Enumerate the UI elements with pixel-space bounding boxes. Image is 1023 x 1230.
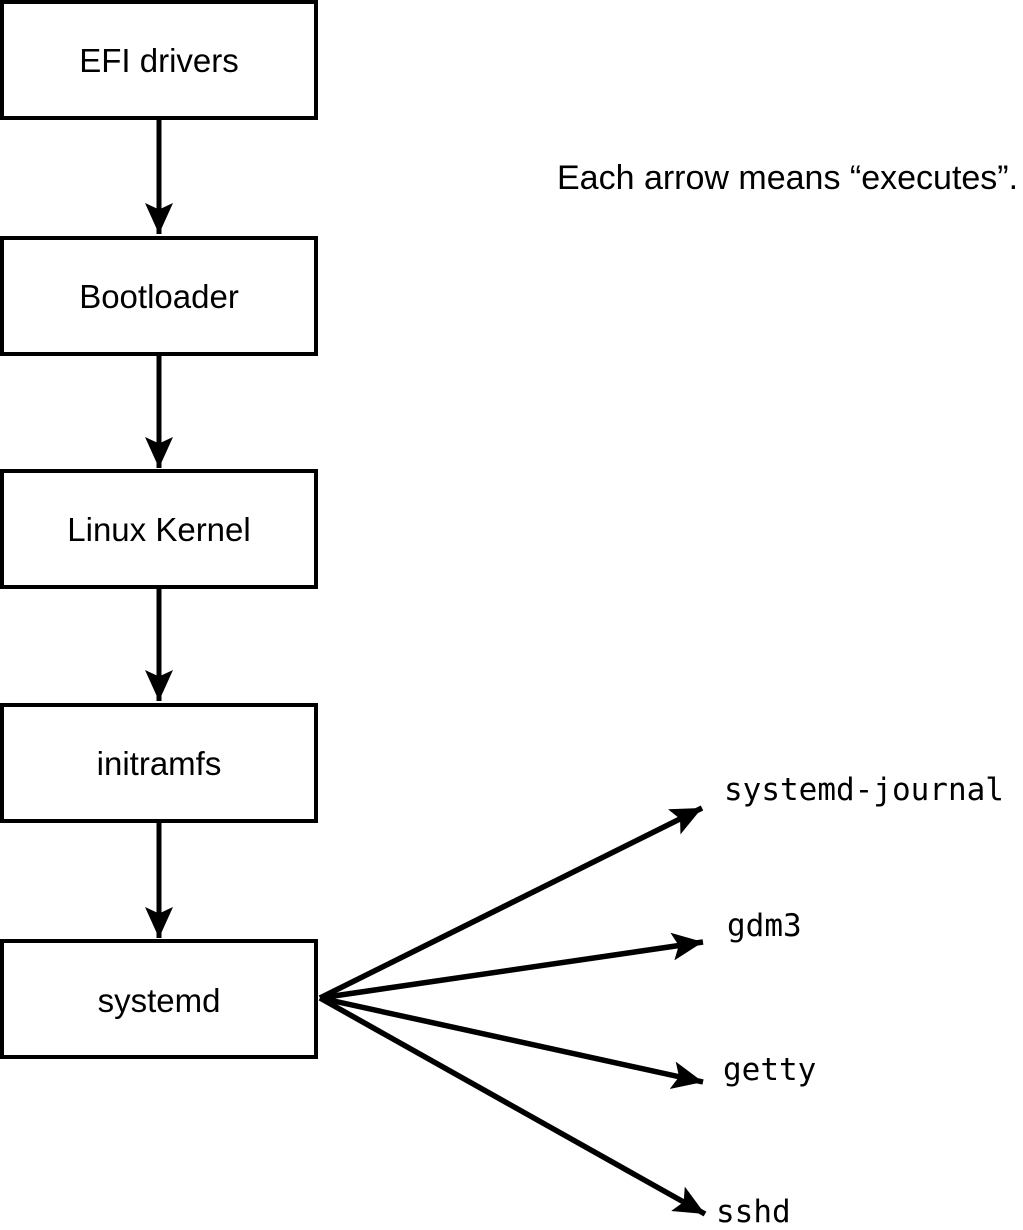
node-box-bootloader: [0, 236, 318, 356]
node-label-linux-kernel: Linux Kernel: [67, 511, 250, 548]
node-systemd: systemd: [0, 939, 318, 1059]
node-box-linux-kernel: [0, 469, 318, 589]
arrow-systemd-to-gdm3: [319, 932, 704, 1001]
node-label-systemd: systemd: [98, 982, 221, 1019]
target-label-sshd: sshd: [716, 1194, 791, 1230]
target-label-systemd-journal: systemd-journal: [724, 772, 1004, 808]
arrow-systemd-to-sshd: [318, 995, 707, 1217]
target-label-gdm3: gdm3: [727, 908, 802, 944]
arrow-systemd-to-getty: [319, 995, 704, 1090]
arrow-systemd-to-systemd-journal: [318, 805, 704, 1001]
target-label-getty: getty: [723, 1052, 816, 1088]
node-linux-kernel: Linux Kernel: [0, 469, 318, 589]
node-box-systemd: [0, 939, 318, 1059]
node-efi-drivers: EFI drivers: [0, 0, 318, 120]
node-label-bootloader: Bootloader: [79, 278, 239, 315]
node-label-initramfs: initramfs: [97, 745, 222, 782]
node-box-efi-drivers: [0, 0, 318, 120]
legend-note: Each arrow means “executes”.: [557, 159, 1018, 197]
node-initramfs: initramfs: [0, 703, 318, 823]
node-box-initramfs: [0, 703, 318, 823]
node-bootloader: Bootloader: [0, 236, 318, 356]
node-label-efi-drivers: EFI drivers: [79, 42, 239, 79]
